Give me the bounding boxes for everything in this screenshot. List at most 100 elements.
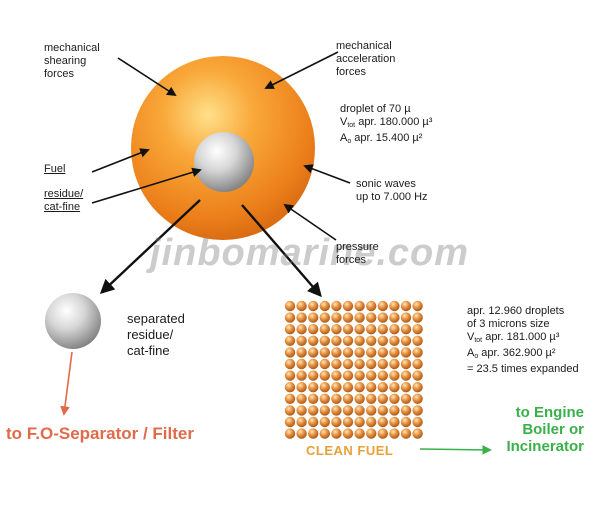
fuel-microdroplet [308, 347, 319, 358]
fuel-microdroplet [366, 428, 377, 439]
fuel-microdroplet [389, 312, 400, 323]
fuel-microdroplet [331, 312, 342, 323]
fuel-microdroplet [284, 370, 296, 381]
fuel-microdroplet [400, 382, 412, 393]
fuel-microdroplet [296, 393, 307, 404]
fuel-microdroplet [412, 335, 423, 346]
fuel-microdroplet [342, 405, 354, 416]
fuel-microdroplet [412, 393, 423, 404]
arrow-shearing [117, 57, 177, 97]
fuel-microdroplet [377, 382, 388, 393]
fuel-microdroplet [342, 382, 354, 393]
fuel-microdroplet [342, 428, 354, 439]
fuel-microdroplet [319, 370, 330, 381]
label-mechanical-acceleration: mechanical acceleration forces [336, 40, 396, 78]
fuel-microdroplet [377, 393, 388, 404]
fuel-microdroplet [389, 300, 400, 312]
fuel-microdroplet [308, 312, 319, 323]
fuel-microdroplet [412, 416, 423, 428]
fuel-microdroplet [377, 347, 388, 358]
fuel-microdroplet [354, 428, 365, 439]
label-droplet-70: droplet of 70 µ Vtot apr. 180.000 µ³ Ao … [340, 103, 433, 145]
fuel-microdroplet [400, 393, 412, 404]
fuel-microdroplet [331, 393, 342, 404]
fuel-microdroplet [308, 393, 319, 404]
fuel-microdroplet [296, 324, 307, 335]
fuel-microdroplet [308, 300, 319, 312]
fuel-microdroplet [319, 312, 330, 323]
clean-fuel-droplet-grid [284, 300, 423, 439]
fuel-microdroplet [331, 382, 342, 393]
fuel-microdroplet [319, 393, 330, 404]
fuel-microdroplet [331, 358, 342, 370]
fuel-microdroplet [366, 358, 377, 370]
fuel-microdroplet [389, 382, 400, 393]
fuel-microdroplet [331, 335, 342, 346]
arrow-to-separator [60, 351, 73, 416]
fuel-microdroplet [366, 393, 377, 404]
fuel-microdroplet [377, 370, 388, 381]
arrow-pressure [283, 203, 337, 241]
watermark: jinbomarine.com [150, 232, 470, 274]
fuel-microdroplet [284, 335, 296, 346]
fuel-microdroplet [389, 347, 400, 358]
fuel-microdroplet [412, 347, 423, 358]
fuel-microdroplet [319, 335, 330, 346]
fuel-microdroplet [400, 428, 412, 439]
fuel-microdroplet [400, 312, 412, 323]
fuel-microdroplet [366, 335, 377, 346]
fuel-microdroplet [342, 335, 354, 346]
fuel-microdroplet [354, 300, 365, 312]
separated-residue-ball [45, 293, 101, 349]
fuel-microdroplet [284, 428, 296, 439]
fuel-microdroplet [308, 405, 319, 416]
fuel-microdroplet [331, 370, 342, 381]
fuel-microdroplet [284, 382, 296, 393]
fuel-microdroplet [377, 335, 388, 346]
fuel-microdroplet [342, 312, 354, 323]
fuel-microdroplet [296, 370, 307, 381]
fuel-microdroplet [366, 416, 377, 428]
arrow-to-engine [419, 445, 492, 455]
fuel-microdroplet [377, 405, 388, 416]
fuel-microdroplet [400, 300, 412, 312]
fuel-microdroplet [354, 393, 365, 404]
fuel-microdroplet [400, 335, 412, 346]
fuel-microdroplet [284, 405, 296, 416]
arrow-fuel [91, 148, 150, 173]
fuel-microdroplet [331, 405, 342, 416]
label-pressure-forces: pressure forces [336, 241, 379, 266]
arrow-sonic [303, 164, 351, 184]
fuel-microdroplet [354, 370, 365, 381]
fuel-microdroplet [354, 324, 365, 335]
fuel-microdroplet [412, 370, 423, 381]
fuel-microdroplet [331, 324, 342, 335]
fuel-microdroplet [412, 428, 423, 439]
fuel-microdroplet [412, 312, 423, 323]
fuel-microdroplet [342, 416, 354, 428]
fuel-microdroplet [377, 312, 388, 323]
fuel-microdroplet [377, 358, 388, 370]
fuel-microdroplet [296, 347, 307, 358]
fuel-microdroplet [412, 300, 423, 312]
fuel-microdroplet [284, 416, 296, 428]
fuel-microdroplet [319, 405, 330, 416]
fuel-microdroplet [319, 358, 330, 370]
fuel-microdroplet [366, 405, 377, 416]
fuel-microdroplet [342, 370, 354, 381]
fuel-microdroplet [296, 416, 307, 428]
fuel-microdroplet [400, 370, 412, 381]
arrow-to-clean [241, 204, 322, 298]
fuel-microdroplet [331, 428, 342, 439]
fuel-microdroplet [308, 428, 319, 439]
label-clean-fuel: CLEAN FUEL [306, 443, 394, 458]
fuel-microdroplet [319, 347, 330, 358]
fuel-microdroplet [389, 358, 400, 370]
fuel-microdroplet [412, 358, 423, 370]
fuel-microdroplet [354, 312, 365, 323]
fuel-microdroplet [296, 312, 307, 323]
fuel-microdroplet [342, 324, 354, 335]
label-mechanical-shearing: mechanical shearing forces [44, 42, 100, 80]
label-separated-residue: separated residue/ cat-fine [127, 311, 185, 358]
fuel-microdroplet [354, 347, 365, 358]
